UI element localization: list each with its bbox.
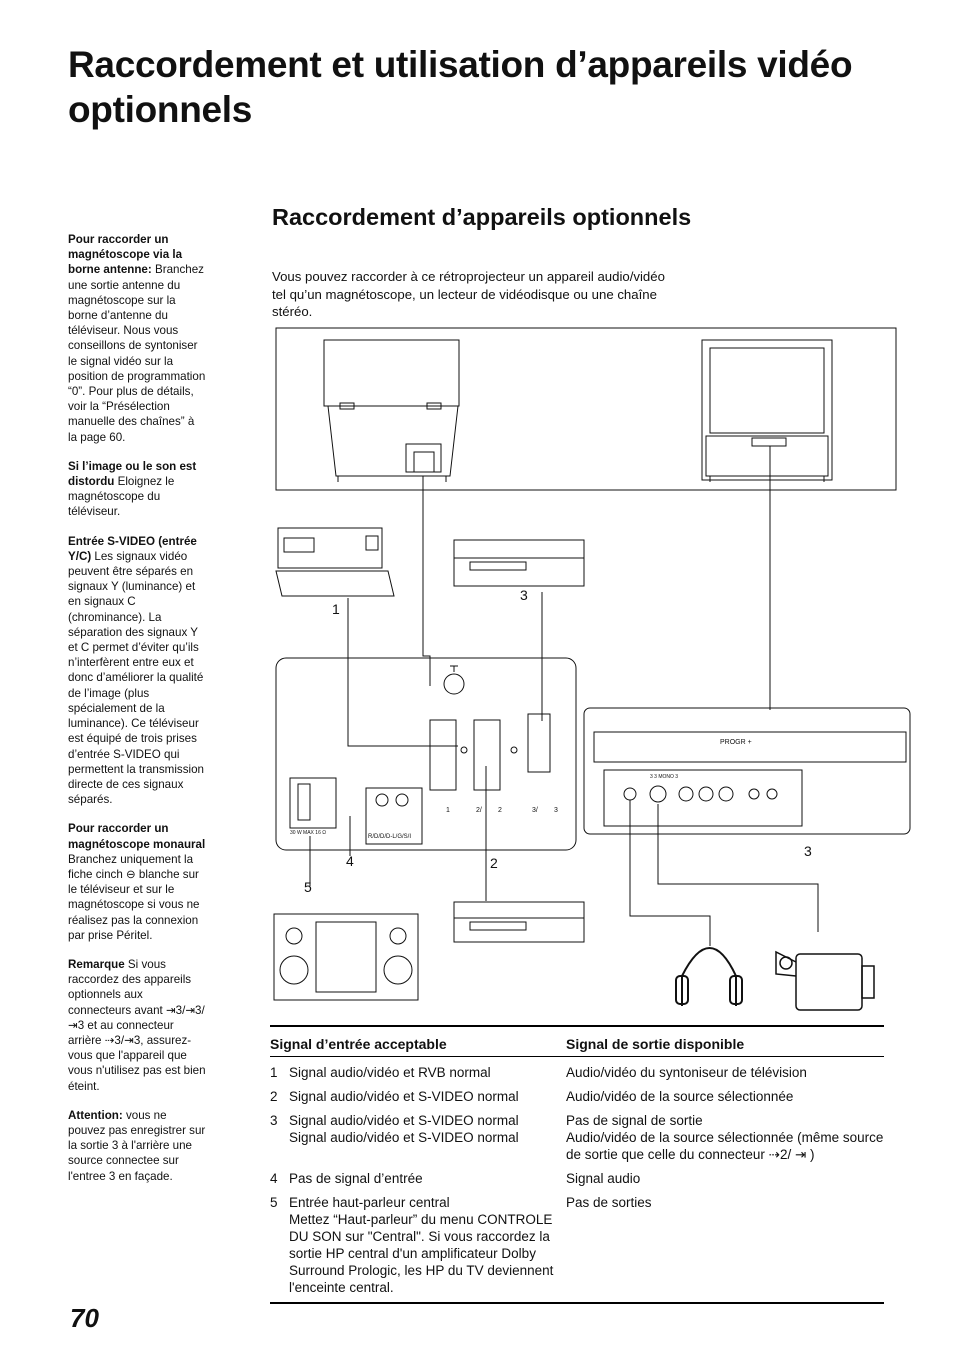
signal-table: Signal d’entrée acceptable Signal de sor… [270,1025,884,1304]
table-row: 2 Signal audio/vidéo et S-VIDEO normal A… [270,1089,794,1104]
scart3b-label: 3 [554,807,558,814]
progr-label: PROGR + [720,739,752,746]
callout-1: 1 [332,601,340,617]
header-output: Signal de sortie disponible [566,1036,745,1052]
table-header: Signal d’entrée acceptable Signal de sor… [270,1027,884,1057]
callout-3-top: 3 [520,587,528,603]
audio-label: R/D/D/D-L/G/S/I [368,834,411,840]
header-input: Signal d’entrée acceptable [270,1036,447,1052]
front-connector-panel [583,707,911,835]
note-distortion: Si l’image ou le son est distordu Eloign… [68,459,197,519]
section-intro: Vous pouvez raccorder à ce rétroprojecte… [272,269,665,319]
note-antenna: Pour raccorder un magnétoscope via la bo… [68,233,206,444]
sidebar-notes: Pour raccorder un magnétoscope via la bo… [68,232,206,1198]
page-title: Raccordement et utilisation d’appareils … [68,44,853,130]
callout-5: 5 [304,879,312,895]
note-warning: Attention: vous ne pouvez pas enregistre… [68,1108,206,1183]
section-title: Raccordement d’appareils optionnels [272,204,692,230]
callout-2: 2 [490,855,498,871]
note-mono: Pour raccorder un magnétoscope monaural … [68,822,206,942]
projector-front-icon [701,339,833,482]
page-number: 70 [70,1303,99,1333]
power-label: 30 W MAX 16 Ω [290,830,326,836]
stereo-system-icon [273,913,419,1001]
projector-rear-icon [323,339,460,482]
vcr-bottom-icon [453,901,585,943]
tv-frame [275,327,897,491]
table-bottom-rule [270,1302,884,1304]
front-inputs-label: 3 3 MONO 3 [650,774,678,780]
connection-diagram: 1 3 4 2 5 3 30 W MAX 16 Ω R/D/D/D-L/G/S/… [273,327,911,1011]
table-row: 1 Signal audio/vidéo et RVB normal Audio… [270,1065,807,1080]
vcr-top-icon [453,539,585,587]
rear-connector-panel [275,657,577,851]
table-top-rule [270,1025,884,1027]
scart3-label: 3/ [532,807,538,814]
camcorder-icon [775,950,875,1011]
scart2-label: 2/ [476,807,482,814]
scart1-label: 1 [446,807,450,814]
note-remark: Remarque Si vous raccordez des appareils… [68,957,206,1093]
note-svideo: Entrée S-VIDEO (entrée Y/C) Les signaux … [68,534,204,807]
callout-3-front: 3 [804,843,812,859]
table-row: 5 Entrée haut-parleur central Mettez “Ha… [270,1195,652,1295]
callout-4: 4 [346,853,354,869]
computer-icon [275,527,395,597]
scart2b-label: 2 [498,807,502,814]
table-row: 4 Pas de signal d’entrée Signal audio [270,1171,641,1186]
table-row: 3 Signal audio/vidéo et S-VIDEO normal S… [270,1113,884,1162]
headphones-icon [675,947,743,1006]
